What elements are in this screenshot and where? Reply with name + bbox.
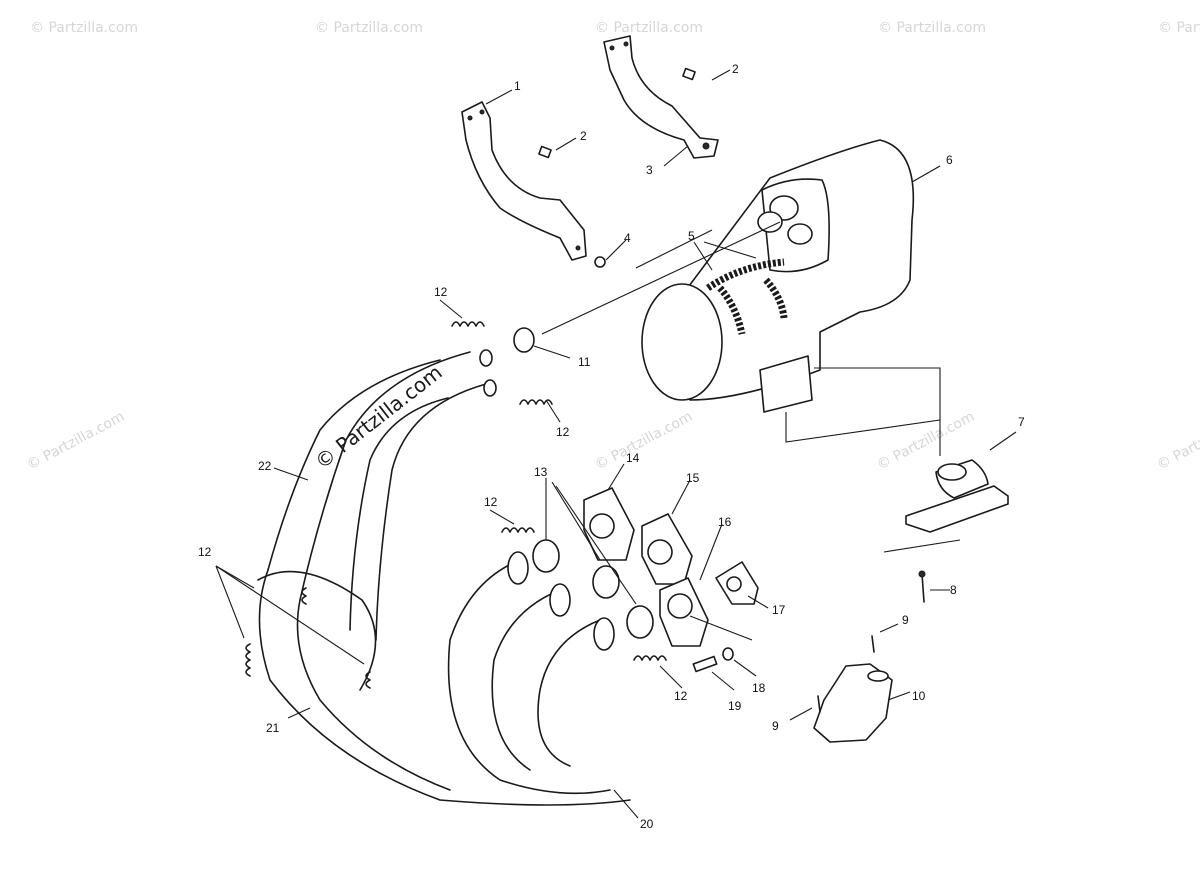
nut-part-4[interactable] [594,256,606,268]
exhaust-pipe-part-22[interactable] [267,349,497,641]
callout-5: 5 [688,229,695,243]
spring-part-12-top[interactable] [451,321,485,327]
watermark-text: © Partzilla.com [592,409,695,474]
pin-part-9[interactable] [817,635,875,713]
callout-3: 3 [646,163,653,177]
callout-9: 9 [772,719,779,733]
callout-19: 19 [728,699,742,713]
clamp-part-13[interactable] [532,539,654,639]
callout-12: 12 [484,495,498,509]
watermark-text: © Partzilla.com [30,20,138,36]
coupler-part-11[interactable] [513,327,535,353]
callout-10: 10 [912,689,926,703]
bracket-lower-part-1[interactable] [461,101,587,261]
watermark-text: © Partzilla.com [1154,409,1200,474]
bolt-part-2-lower[interactable] [538,145,552,159]
muffler-part-6[interactable] [641,139,915,413]
callout-21: 21 [266,721,280,735]
callout-22: 22 [258,459,272,473]
callout-13: 13 [534,465,548,479]
bracket-part-10[interactable] [813,663,893,743]
callout-4: 4 [624,231,631,245]
guide-lines [541,221,961,641]
callout-labels: 1 2 2 3 4 5 6 7 8 9 9 10 11 12 12 12 12 … [198,62,1025,831]
callout-18: 18 [752,681,766,695]
watermark-layer: © Partzilla.com © Partzilla.com © Partzi… [24,20,1200,474]
spring-part-12-left-mid[interactable] [501,527,535,533]
seal-part-5[interactable] [706,258,788,335]
watermark-text: © Partzilla.com [878,20,986,36]
bracket-upper-part-3[interactable] [603,35,719,159]
manifold-part-20[interactable] [447,551,615,795]
watermark-text: © Partzilla.com [1158,20,1200,36]
callout-15: 15 [686,471,700,485]
callout-8: 8 [950,583,957,597]
spring-part-12-lower[interactable] [633,655,667,661]
callout-16: 16 [718,515,732,529]
callout-2: 2 [580,129,587,143]
leader-lines [215,69,1017,819]
expansion-chamber-part-21[interactable] [257,569,631,806]
callout-20: 20 [640,817,654,831]
callout-12: 12 [198,545,212,559]
stud-part-8[interactable] [918,570,926,603]
callout-17: 17 [772,603,786,617]
flange-part-14[interactable] [583,487,635,561]
callout-9: 9 [902,613,909,627]
flange-part-16[interactable] [659,577,709,647]
callout-7: 7 [1018,415,1025,429]
mount-part-7[interactable] [905,459,1009,533]
callout-11: 11 [578,355,591,369]
flange-part-15[interactable] [641,513,693,585]
watermark-text: © Partzilla.com [24,409,127,474]
callout-12: 12 [434,285,448,299]
watermark-text: © Partzilla.com [315,20,423,36]
gasket-part-17[interactable] [715,561,759,605]
callout-14: 14 [626,451,640,465]
bolt-part-19[interactable] [692,655,718,673]
bolt-part-2-upper[interactable] [682,67,696,81]
callout-1: 1 [514,79,521,93]
callout-12: 12 [674,689,688,703]
washer-part-18[interactable] [722,647,734,661]
watermark-text: © Partzilla.com [595,20,703,36]
callout-12: 12 [556,425,570,439]
callout-2: 2 [732,62,739,76]
callout-6: 6 [946,153,953,167]
